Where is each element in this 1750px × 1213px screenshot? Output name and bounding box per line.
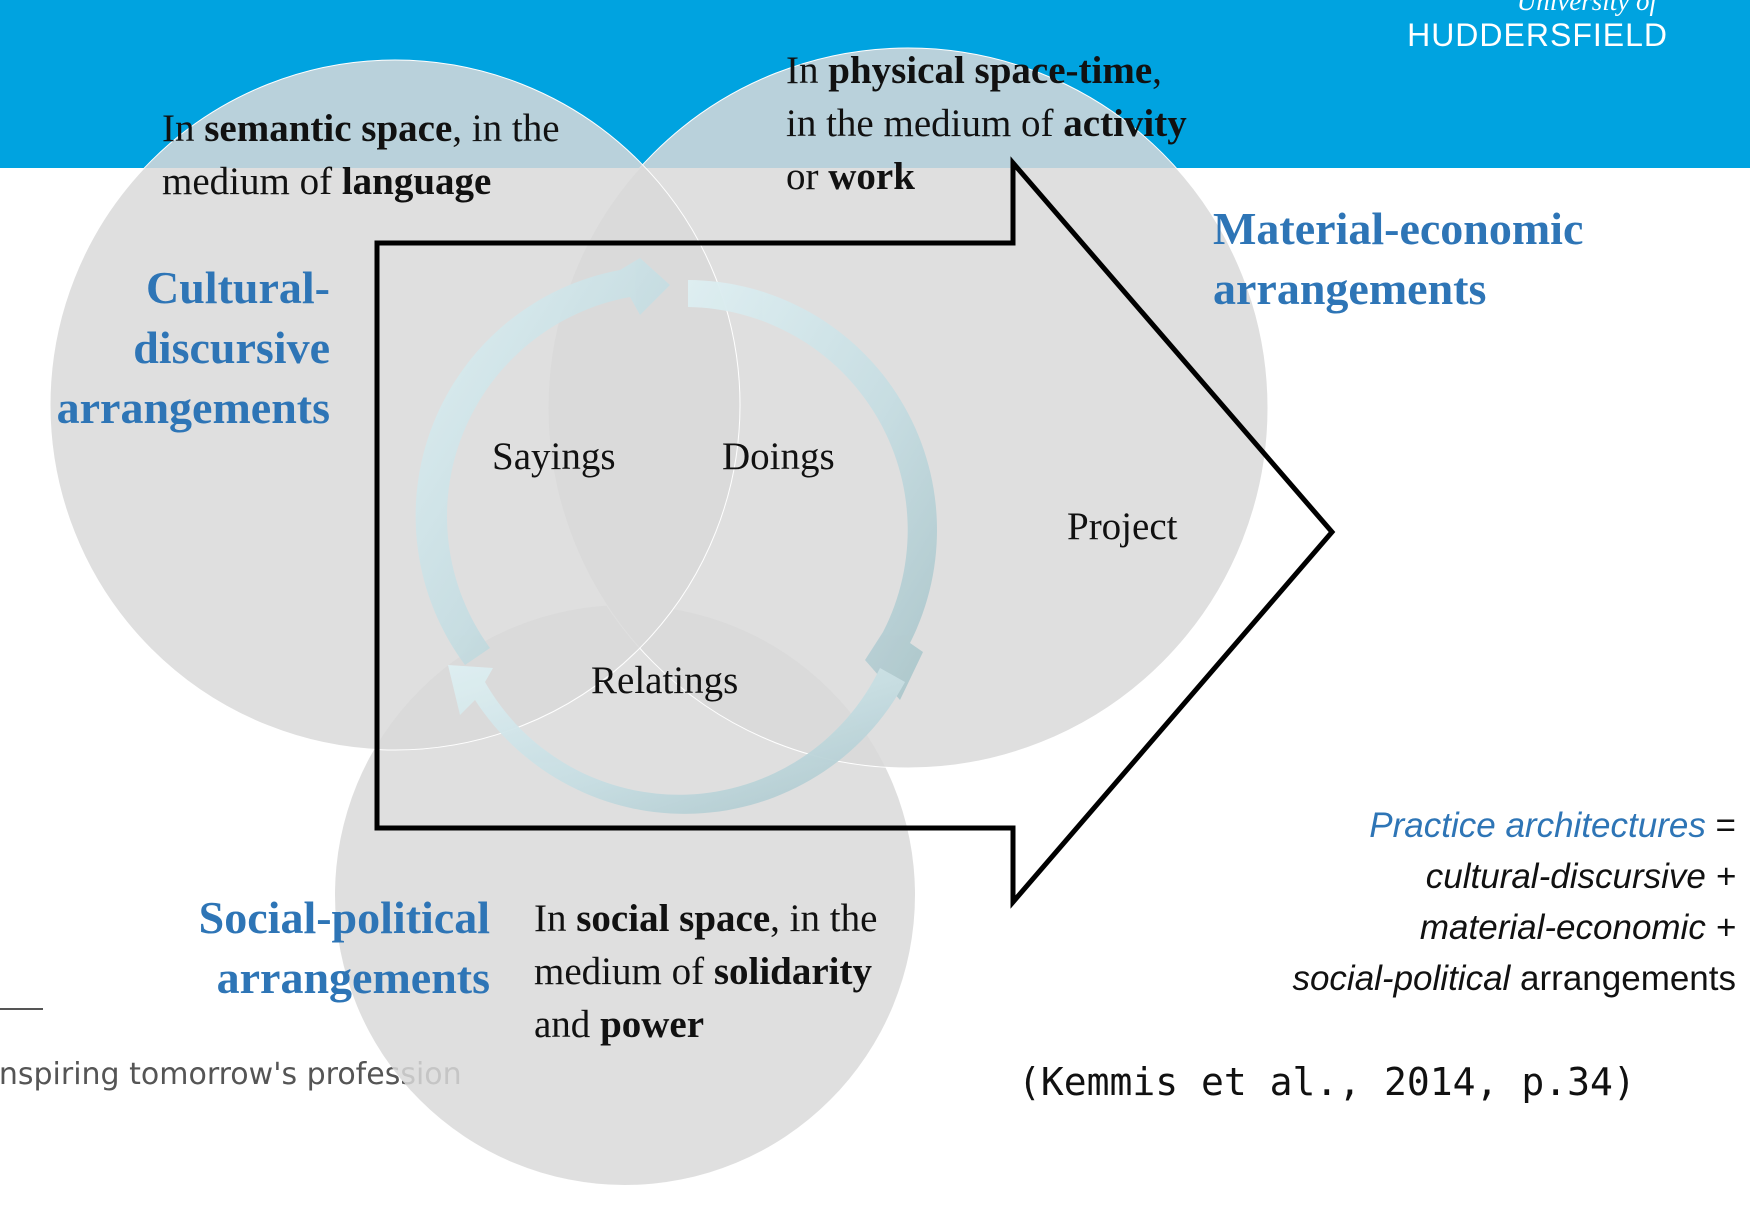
formula-line2: cultural-discursive +: [1425, 857, 1736, 896]
project-label: Project: [1067, 505, 1178, 548]
footer-tagline: Inspiring tomorrow's professionals: [0, 1057, 460, 1092]
cycle-arrow-to-relatings: [448, 665, 905, 814]
cycle-arrow-to-sayings: [415, 258, 670, 665]
formula-line1: Practice architectures =: [1369, 806, 1736, 845]
practice-architectures-formula: Practice architectures = cultural-discur…: [1116, 800, 1736, 1004]
cultural-label-line1: Cultural-: [146, 262, 330, 313]
university-logo: HUDDERSFIELD: [1407, 17, 1668, 53]
sayings-label: Sayings: [492, 435, 616, 478]
material-label-line2: arrangements: [1213, 263, 1487, 314]
project-arrow-outline: [374, 156, 1336, 909]
formula-line4: social-political arrangements: [1292, 959, 1736, 998]
medium-physical-line3: or work: [786, 155, 915, 198]
cycle-arrow-to-doings: [688, 280, 937, 700]
medium-semantic-text: In semantic space, in the medium of lang…: [162, 102, 662, 208]
social-label-line2: arrangements: [216, 952, 490, 1003]
cultural-label-line3: arrangements: [56, 382, 330, 433]
medium-social-text: In social space, in the medium of solida…: [534, 892, 1014, 1051]
practice-cycle-arrows: [415, 258, 937, 814]
footer-divider: [0, 1008, 43, 1010]
medium-social-line2: medium of solidarity: [534, 950, 872, 993]
formula-line3: material-economic +: [1419, 908, 1736, 947]
cultural-label-line2: discursive: [133, 322, 330, 373]
medium-semantic-line1: In semantic space, in the: [162, 107, 560, 150]
medium-social-line3: and power: [534, 1003, 705, 1046]
social-label-line1: Social-political: [198, 892, 490, 943]
medium-physical-text: In physical space-time, in the medium of…: [786, 44, 1306, 203]
medium-social-line1: In social space, in the: [534, 897, 878, 940]
doings-label: Doings: [722, 435, 835, 478]
material-economic-label: Material-economic arrangements: [1213, 199, 1713, 319]
medium-physical-line2: in the medium of activity: [786, 102, 1187, 145]
medium-physical-line1: In physical space-time,: [786, 49, 1162, 92]
university-logo-top: University of: [1516, 0, 1657, 16]
citation: (Kemmis et al., 2014, p.34): [1018, 1060, 1636, 1104]
relatings-label: Relatings: [591, 659, 739, 702]
circle-cultural-discursive: [49, 59, 741, 751]
medium-semantic-line2: medium of language: [162, 160, 492, 203]
tagline-text: Inspiring tomorrow's professionals: [0, 1057, 460, 1092]
cultural-discursive-label: Cultural- discursive arrangements: [0, 258, 330, 438]
circle-social-political: [335, 605, 915, 1185]
material-label-line1: Material-economic: [1213, 203, 1584, 254]
social-political-label: Social-political arrangements: [100, 888, 490, 1008]
